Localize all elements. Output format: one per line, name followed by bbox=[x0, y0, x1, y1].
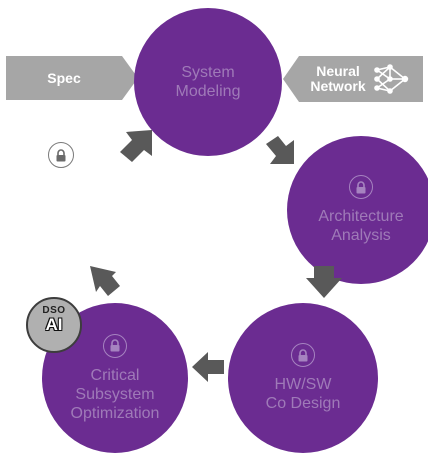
node-hw-sw-co-design[interactable]: HW/SW Co Design bbox=[228, 303, 378, 453]
arrow-icon bbox=[192, 352, 224, 382]
lock-icon bbox=[291, 343, 315, 367]
arrow-icon bbox=[90, 266, 120, 296]
node-architecture-analysis[interactable]: Architecture Analysis bbox=[287, 136, 428, 284]
spec-banner-shape bbox=[6, 56, 138, 100]
lock-icon bbox=[103, 333, 127, 358]
arrow-icon bbox=[266, 136, 294, 164]
node-hw-sw-co-design-label: HW/SW Co Design bbox=[265, 376, 341, 412]
neural-network-label: Neural Network bbox=[310, 63, 366, 94]
ai-badge-label: AI bbox=[45, 315, 63, 334]
neural-network-icon bbox=[373, 64, 408, 94]
neural-network-banner: Neural Network bbox=[300, 56, 422, 102]
arrow-icon bbox=[120, 130, 152, 162]
dso-ai-badge-icon: DSO AI bbox=[26, 297, 82, 353]
node-system-modeling[interactable]: System Modeling bbox=[134, 8, 282, 156]
lock-icon bbox=[349, 175, 373, 199]
node-architecture-analysis-label: Architecture Analysis bbox=[318, 208, 404, 244]
node-system-modeling-label: System Modeling bbox=[175, 64, 241, 100]
dso-badge-label: DSO bbox=[42, 305, 66, 316]
node-critical-subsystem-optimization-label: Critical Subsystem Optimization bbox=[70, 366, 160, 422]
lock-icon bbox=[48, 142, 74, 168]
arrow-icon bbox=[306, 266, 342, 298]
spec-label: Spec bbox=[47, 70, 81, 86]
